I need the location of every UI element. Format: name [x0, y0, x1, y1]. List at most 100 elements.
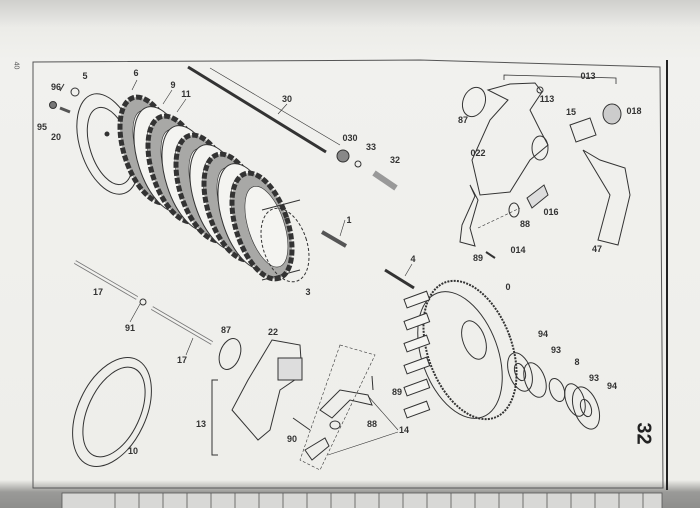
- basket-fin: [403, 378, 431, 397]
- pushrod-leader: [209, 67, 341, 146]
- part-label-94: 94: [537, 329, 549, 339]
- screw-20: [59, 106, 71, 114]
- clutch-hub: [260, 207, 310, 283]
- form-grid-lines: [114, 493, 644, 508]
- bolt-4: [384, 268, 415, 290]
- release-lever-022: [471, 82, 549, 196]
- pin-90: [292, 417, 311, 431]
- form-grid-frame: [61, 492, 663, 508]
- part-label-113: 113: [539, 94, 555, 104]
- page-number: 40: [12, 61, 20, 70]
- part-label-90: 90: [286, 434, 298, 444]
- pressure-plate-center: [104, 131, 110, 137]
- part-label-0: 0: [505, 282, 511, 292]
- part-label-014: 014: [510, 245, 526, 255]
- part-label-10: 10: [127, 446, 139, 456]
- lever-14: [319, 389, 373, 419]
- spacer-93-inner: [523, 362, 547, 398]
- plate-border: [32, 59, 664, 489]
- ring-10-inner: [82, 366, 146, 458]
- part-label-15: 15: [565, 107, 577, 117]
- spacer-93-outer: [564, 383, 586, 417]
- basket-fin: [403, 290, 431, 309]
- clutch-basket-bore: [461, 320, 487, 360]
- release-lever-bore: [531, 135, 549, 161]
- part-label-94: 94: [606, 381, 618, 391]
- pivot-113: [536, 86, 544, 94]
- part-label-022: 022: [470, 148, 486, 158]
- basket-fin: [403, 356, 431, 375]
- bearing-94-inner: [507, 352, 533, 392]
- part-label-32: 32: [389, 155, 401, 165]
- bearing-94-outer-race: [579, 398, 593, 418]
- nut-95: [49, 101, 57, 109]
- plunger-14: [304, 437, 330, 461]
- part-label-14: 14: [398, 425, 410, 435]
- clutch-plate-stack: [117, 94, 295, 282]
- clutch-cover-boss: [277, 357, 303, 381]
- part-label-17: 17: [92, 287, 104, 297]
- o-ring-87-upper: [461, 86, 487, 118]
- sleeve-15: [569, 117, 597, 143]
- part-label-17: 17: [176, 355, 188, 365]
- part-label-6: 6: [133, 68, 139, 78]
- part-label-3: 3: [305, 287, 311, 297]
- bracket-13: [211, 379, 218, 456]
- part-label-96: 96: [50, 82, 62, 92]
- lever-47: [582, 149, 631, 246]
- bearing-94-inner-race: [513, 362, 527, 382]
- part-label-9: 9: [170, 80, 176, 90]
- clutch-hub-body: [261, 199, 301, 281]
- rod-17-lower-highlight: [151, 306, 213, 345]
- bearing-94-outer: [571, 386, 601, 430]
- basket-fins: [403, 290, 431, 419]
- bushing-8: [548, 377, 566, 403]
- part-label-93: 93: [550, 345, 562, 355]
- o-ring-88-upper: [508, 202, 520, 218]
- pin-89-lower: [371, 375, 374, 391]
- part-label-87: 87: [220, 325, 232, 335]
- ring-10: [72, 357, 152, 467]
- lever-014: [459, 184, 479, 247]
- clutch-cover: [231, 339, 303, 441]
- part-label-30: 30: [281, 94, 293, 104]
- part-label-11: 11: [181, 89, 191, 99]
- part-label-018: 018: [626, 106, 642, 116]
- basket-fin: [403, 334, 431, 353]
- plate-number: 32: [632, 422, 655, 445]
- part-label-013: 013: [580, 71, 596, 81]
- part-label-22: 22: [267, 327, 279, 337]
- part-label-91: 91: [124, 323, 136, 333]
- bearing-030: [336, 149, 350, 163]
- pin-89-upper: [485, 251, 496, 259]
- assembly-axis-line: [477, 207, 521, 229]
- leader-lines: [129, 79, 413, 456]
- seal-018: [602, 103, 622, 125]
- part-label-33: 33: [365, 142, 377, 152]
- pin-32: [372, 170, 398, 191]
- part-label-4: 4: [410, 254, 416, 264]
- part-label-13: 13: [195, 419, 207, 429]
- part-label-87: 87: [457, 115, 469, 125]
- part-label-93: 93: [588, 373, 600, 383]
- clutch-spring: [320, 230, 348, 248]
- o-ring-88-lower: [329, 420, 341, 430]
- pushrod: [187, 65, 327, 154]
- part-label-88: 88: [519, 219, 531, 229]
- washer-33: [354, 160, 362, 168]
- assembly-outline: [299, 344, 376, 471]
- part-label-8: 8: [574, 357, 580, 367]
- part-label-95: 95: [36, 122, 48, 132]
- part-label-20: 20: [50, 132, 62, 142]
- bracket-013: [503, 74, 617, 84]
- basket-fin: [403, 312, 431, 331]
- nut-5: [70, 87, 80, 97]
- rod-17-upper-highlight: [74, 260, 138, 300]
- pin-96: [59, 83, 65, 92]
- part-label-016: 016: [543, 207, 559, 217]
- plunger-016: [526, 184, 549, 209]
- ball-91: [139, 298, 147, 306]
- o-ring-87-lower: [218, 338, 242, 370]
